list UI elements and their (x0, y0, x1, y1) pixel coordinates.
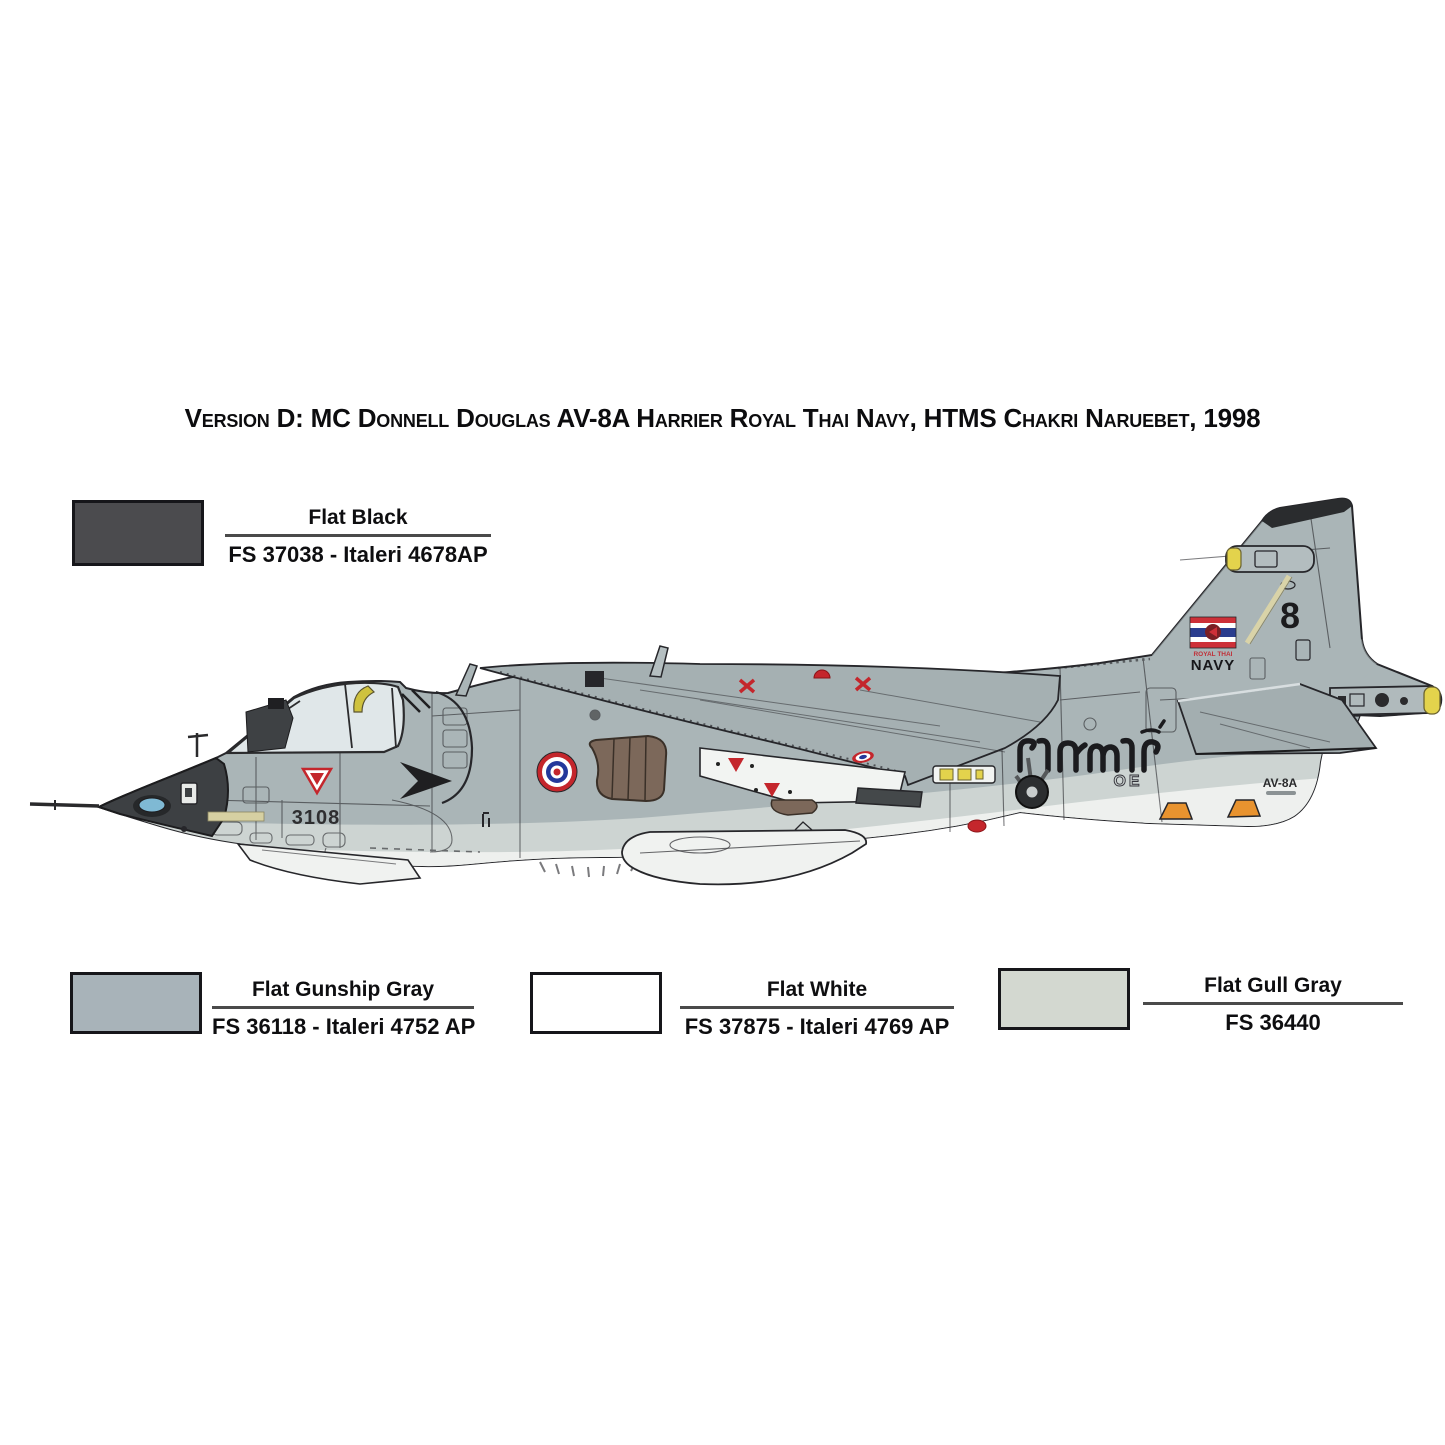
paint-chip-flat-gunship-gray (70, 972, 202, 1034)
front-nozzle (588, 734, 668, 803)
paint-name: Flat White (766, 978, 868, 1001)
seat-headrest (268, 698, 284, 709)
rear-nozzle (855, 787, 923, 808)
fairing-yellow-tip (1226, 547, 1242, 571)
nose-number: 3108 (292, 807, 341, 829)
paint-label-flat-black: Flat Black FS 37038 - Italeri 4678AP (225, 506, 491, 568)
paint-name: Flat Gunship Gray (251, 978, 435, 1001)
blade-antenna (454, 663, 478, 697)
rear-landing-gear (967, 757, 1050, 833)
paint-spec: FS 36118 - Italeri 4752 AP (212, 1014, 476, 1039)
wing-roundel-blue (859, 754, 867, 760)
rescue-triangle-inner (310, 773, 324, 785)
underside-probe (482, 812, 490, 827)
serial-microtext (1266, 791, 1296, 795)
paint-chip-flat-gull-gray (998, 968, 1130, 1030)
paint-chip-flat-black (72, 500, 204, 566)
fin-antenna-fairing (1225, 545, 1315, 573)
nose (29, 733, 229, 838)
spine-intake-box (585, 671, 604, 687)
anticollision-beacon (813, 669, 831, 679)
wing (479, 661, 1061, 787)
label-divider (680, 1006, 954, 1009)
paint-spec: FS 37038 - Italeri 4678AP (228, 542, 488, 567)
thai-navy-flag (1189, 616, 1237, 649)
tail-fin: 8 ROYAL THAI NAVY (1189, 498, 1352, 674)
paint-label-flat-gunship-gray: Flat Gunship Gray FS 36118 - Italeri 475… (212, 978, 476, 1040)
type-marking: AV-8A (1263, 776, 1298, 790)
blade-antenna (648, 645, 669, 678)
nose-radome (96, 756, 229, 838)
intake-warning-chevron (400, 762, 452, 799)
canopy-breaker (353, 685, 376, 713)
cockpit (224, 681, 405, 796)
formation-panel-orange (1158, 802, 1194, 820)
paint-chip-flat-white (530, 972, 662, 1034)
formation-light (957, 768, 972, 781)
wing-surface (479, 661, 1061, 787)
formation-panel-orange (1226, 799, 1262, 818)
label-divider (225, 534, 491, 537)
red-cross-mark (738, 678, 756, 694)
label-divider (212, 1006, 474, 1009)
warning-triangle-icon (728, 758, 744, 772)
propulsion (400, 689, 923, 816)
flag-label-navy: NAVY (1191, 657, 1236, 674)
flap-gear-fairing (699, 747, 996, 804)
walkway-strip (207, 811, 265, 822)
red-cross-mark (854, 676, 872, 692)
drop-tank (621, 821, 868, 886)
squadron-code: OE (1113, 773, 1142, 790)
windscreen-probe (187, 733, 209, 757)
formation-light (975, 769, 984, 780)
rear-nozzle-brown (770, 799, 818, 816)
thai-roundel-center (553, 768, 561, 776)
paint-name: Flat Gull Gray (1204, 974, 1342, 997)
fuselage-markings: 3108 OE AV-8A (207, 669, 1298, 829)
paint-label-flat-gull-gray: Flat Gull Gray FS 36440 (1143, 974, 1403, 1036)
formation-light (939, 768, 954, 781)
flag-label-royal-thai: ROYAL THAI (1193, 651, 1232, 658)
warning-triangle-icon (764, 783, 780, 797)
paint-spec: FS 37875 - Italeri 4769 AP (684, 1014, 950, 1039)
nose-gear-pod (236, 843, 422, 885)
fin-formation-strip (1244, 574, 1292, 645)
sensor-window (138, 797, 166, 813)
version-title: Version D: MC Donnell Douglas AV-8A Harr… (184, 403, 1261, 433)
paint-spec: FS 36440 (1225, 1010, 1321, 1035)
tail-number: 8 (1280, 595, 1300, 636)
nozzle-slats (611, 735, 647, 801)
antennas (454, 645, 669, 827)
paint-label-flat-white: Flat White FS 37875 - Italeri 4769 AP (680, 978, 954, 1040)
paint-name: Flat Black (308, 506, 408, 529)
boarding-step-detail (185, 788, 192, 797)
fin-antiglare-cap (1262, 498, 1352, 528)
pitot-probe (29, 802, 100, 808)
label-divider (1143, 1002, 1403, 1005)
tail-beacon-red (967, 819, 987, 833)
stabilizer (1176, 682, 1378, 755)
intake-lip (435, 690, 474, 805)
boom-yellow-tip (1423, 686, 1441, 715)
thai-navy-script (1017, 719, 1166, 773)
